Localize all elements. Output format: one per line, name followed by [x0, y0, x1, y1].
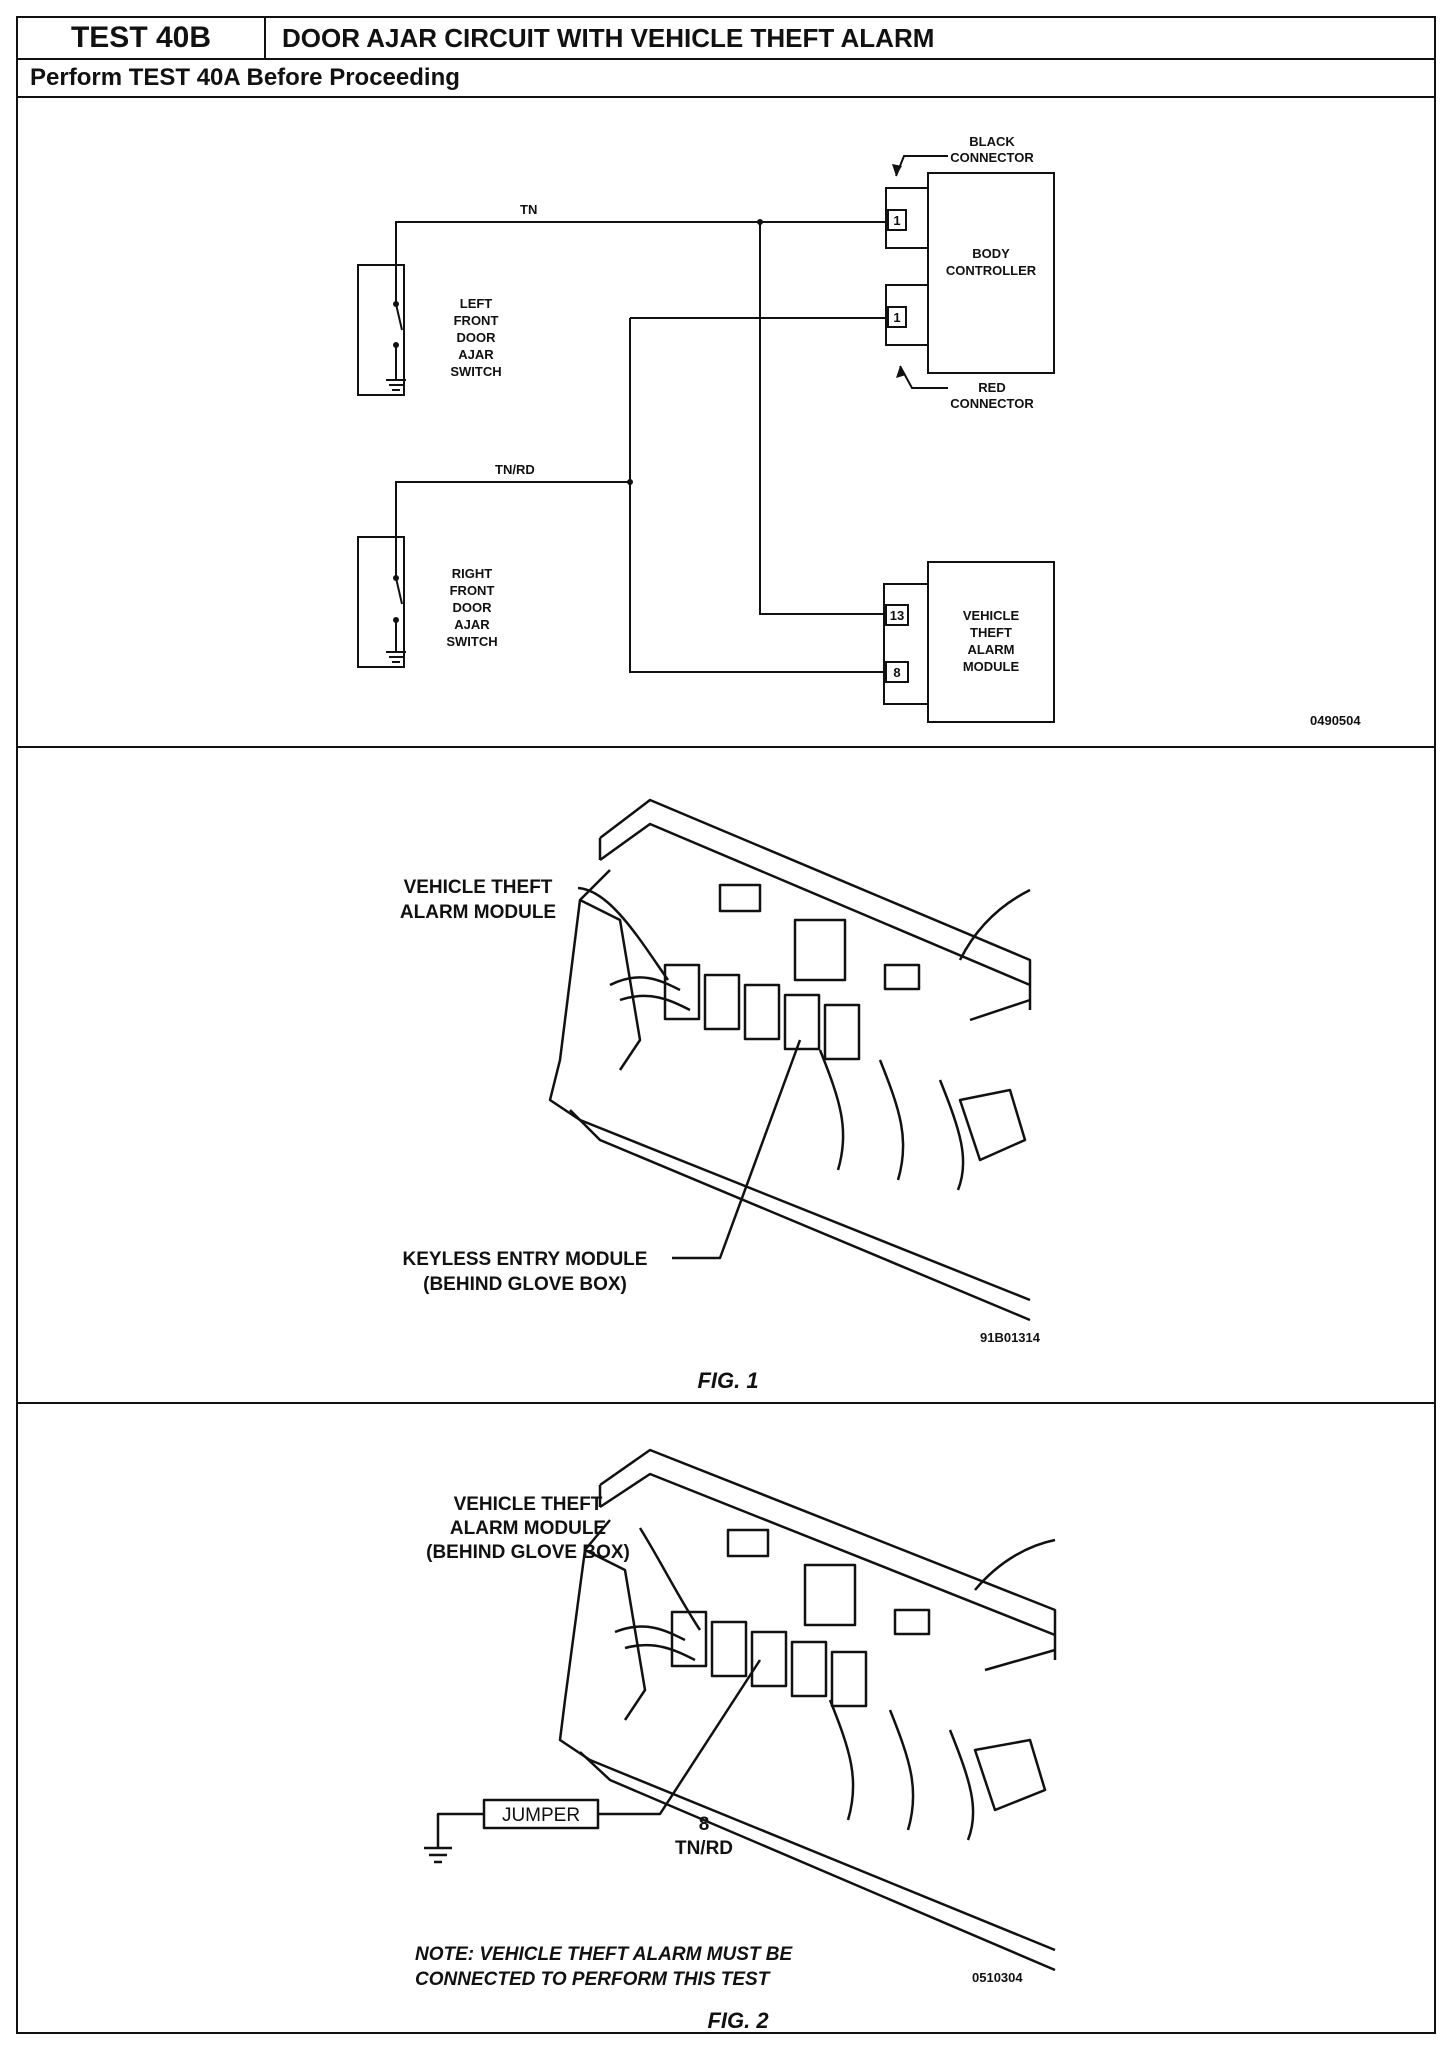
left-switch-contact-bottom: [393, 342, 399, 348]
fig2-wire-label: TN/RD: [675, 1838, 733, 1859]
alarm-module-label-3: ALARM: [968, 642, 1015, 657]
jumper-to-pin8-wire: [598, 1659, 762, 1816]
red-connector-box: [885, 284, 929, 346]
pin-label-red: 1: [893, 310, 900, 325]
splice-tn: [757, 219, 763, 225]
test-id: TEST 40B: [18, 18, 266, 58]
section-divider-2: [18, 1402, 1434, 1404]
left-switch-blade: [395, 303, 403, 331]
red-arrowhead: [896, 366, 906, 378]
wire-tn-rd: [395, 481, 630, 578]
fig2-illustration: [424, 1448, 1057, 1972]
alarm-module-label-4: MODULE: [963, 659, 1020, 674]
wiring-schematic: [357, 155, 1055, 723]
alarm-module-label-1: VEHICLE: [963, 608, 1020, 623]
red-connector-label-2: CONNECTOR: [950, 396, 1034, 411]
fig2-note-1: NOTE: VEHICLE THEFT ALARM MUST BE: [415, 1944, 793, 1965]
section-divider-1: [18, 746, 1434, 748]
left-switch-box: [357, 264, 405, 396]
fig1-labels: VEHICLE THEFT ALARM MODULE KEYLESS ENTRY…: [400, 877, 1041, 1393]
test-title: DOOR AJAR CIRCUIT WITH VEHICLE THEFT ALA…: [282, 23, 935, 53]
black-connector-label-1: BLACK: [969, 134, 1015, 149]
right-switch-contact-bottom: [393, 617, 399, 623]
pin-label-8: 8: [893, 665, 900, 680]
fig2-alarm-leader: [638, 1527, 702, 1631]
fig1-illustration: [548, 798, 1032, 1322]
pin-box-black: [887, 209, 907, 231]
left-switch-label-2: FRONT: [454, 313, 499, 328]
pin-label-black: 1: [893, 213, 900, 228]
left-switch-label-3: DOOR: [457, 330, 497, 345]
black-arrowhead: [892, 164, 902, 176]
body-controller-box: [927, 172, 1055, 374]
fig2-caption: FIG. 2: [707, 2008, 769, 2033]
wire-tn-rd-to-pin8: [629, 318, 886, 673]
right-switch-box: [357, 536, 405, 668]
fig2-note-2: CONNECTED TO PERFORM THIS TEST: [415, 1969, 771, 1990]
fig1-keyless-label-2: (BEHIND GLOVE BOX): [423, 1274, 627, 1295]
red-connector-label-1: RED: [978, 380, 1005, 395]
fig2-alarm-label-2: ALARM MODULE: [450, 1518, 606, 1539]
right-switch-label-4: AJAR: [454, 617, 490, 632]
wire-tn-rd-label: TN/RD: [495, 462, 535, 477]
fig1-alarm-label-2: ALARM MODULE: [400, 902, 556, 923]
fig1-code: 91B01314: [980, 1330, 1041, 1345]
right-switch-label-5: SWITCH: [446, 634, 497, 649]
prerequisite-note: Perform TEST 40A Before Proceeding: [30, 64, 460, 91]
fig2-code: 0510304: [972, 1970, 1023, 1985]
jumper-to-ground-wire: [436, 1812, 484, 1848]
fig2-pin-label: 8: [699, 1814, 710, 1835]
right-switch-label-2: FRONT: [450, 583, 495, 598]
fig1-alarm-leader: [577, 886, 670, 981]
jumper-label: JUMPER: [502, 1805, 580, 1826]
red-connector-arrow: [899, 365, 948, 389]
fig1-caption: FIG. 1: [697, 1368, 758, 1393]
right-switch-label-3: DOOR: [453, 600, 493, 615]
left-switch-contact-top: [393, 301, 399, 307]
right-switch-blade: [395, 577, 403, 605]
fig2-alarm-label-3: (BEHIND GLOVE BOX): [426, 1542, 630, 1563]
pin-label-13: 13: [890, 608, 904, 623]
black-connector-box: [885, 187, 929, 249]
wire-tn: [395, 221, 888, 304]
right-switch-label-1: RIGHT: [452, 566, 493, 581]
body-controller-label-2: CONTROLLER: [946, 263, 1037, 278]
fig1-keyless-leader: [672, 1039, 802, 1260]
alarm-module-label-2: THEFT: [970, 625, 1012, 640]
wire-tn-to-pin13: [759, 222, 886, 615]
black-connector-label-2: CONNECTOR: [950, 150, 1034, 165]
fig2-labels: VEHICLE THEFT ALARM MODULE (BEHIND GLOVE…: [415, 1494, 1023, 2033]
subtitle-row: Perform TEST 40A Before Proceeding: [18, 60, 1434, 98]
schematic-code: 0490504: [1310, 713, 1361, 728]
wire-tn-label: TN: [520, 202, 537, 217]
fig1-keyless-label-1: KEYLESS ENTRY MODULE: [403, 1249, 648, 1270]
page-frame: TEST 40B DOOR AJAR CIRCUIT WITH VEHICLE …: [16, 16, 1436, 2034]
fig1-alarm-label-1: VEHICLE THEFT: [404, 877, 553, 898]
left-switch-label-4: AJAR: [458, 347, 494, 362]
right-switch-contact-top: [393, 575, 399, 581]
alarm-connector-box: [883, 583, 929, 705]
left-switch-label-1: LEFT: [460, 296, 493, 311]
fig2-alarm-label-1: VEHICLE THEFT: [454, 1494, 603, 1515]
splice-tn-rd: [627, 479, 633, 485]
header-row: TEST 40B DOOR AJAR CIRCUIT WITH VEHICLE …: [18, 18, 1434, 60]
body-controller-label-1: BODY: [972, 246, 1010, 261]
left-switch-label-5: SWITCH: [450, 364, 501, 379]
